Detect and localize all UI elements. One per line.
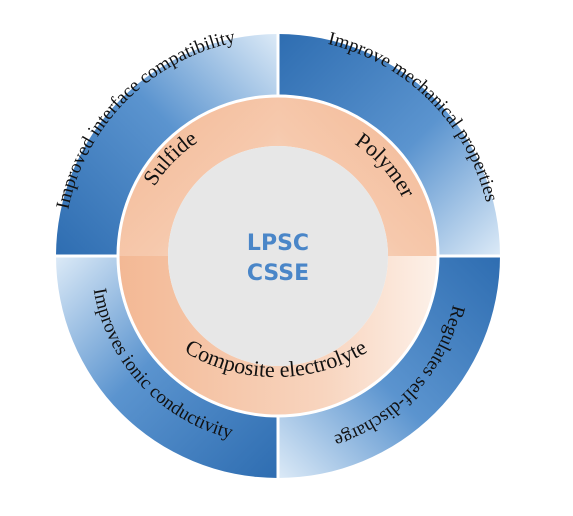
- inner-segment-composite: [118, 256, 438, 416]
- outer-segment-interface: [56, 34, 278, 256]
- inner-segment-sulfide: [118, 96, 278, 256]
- center-circle: [168, 146, 388, 366]
- outer-segment-ionic: [56, 256, 278, 478]
- outer-segment-self-discharge: [278, 256, 500, 478]
- center-label-lpsc: LPSC: [247, 231, 309, 256]
- inner-segment-polymer: [278, 96, 438, 256]
- center-label-csse: CSSE: [247, 261, 309, 286]
- outer-segment-mechanical: [278, 34, 500, 256]
